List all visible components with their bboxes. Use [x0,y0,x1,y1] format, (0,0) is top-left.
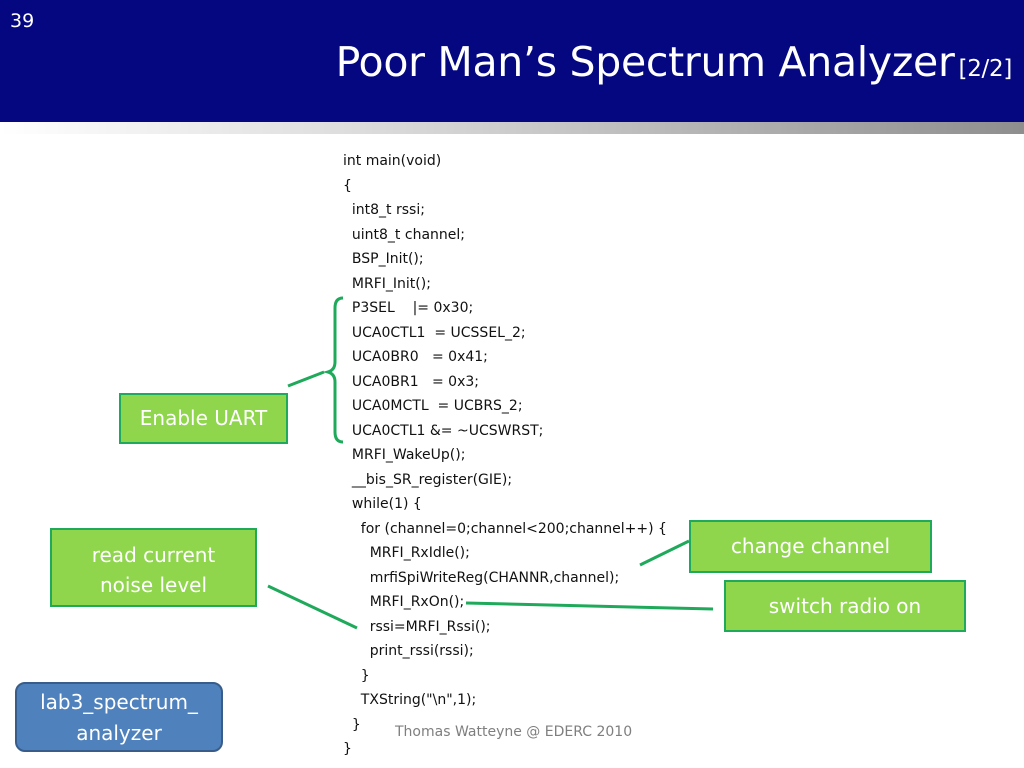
lab-label-line2: analyzer [76,721,162,745]
code-line: rssi=MRFI_Rssi(); [343,618,491,635]
title-bar: 39 Poor Man’s Spectrum Analyzer[2/2] [0,0,1024,122]
switch-radio-on-callout: switch radio on [724,580,966,632]
change-channel-callout: change channel [689,520,932,573]
code-line: while(1) { [343,496,422,512]
code-line: MRFI_Init(); [343,275,431,292]
switch-radio-on-label: switch radio on [768,594,922,618]
code-line: P3SEL |= 0x30; [343,300,474,316]
code-line: uint8_t channel; [343,226,465,243]
channel-connector-line [639,539,690,567]
enable-uart-label: Enable UART [139,406,268,430]
lab-label-line1: lab3_spectrum_ [40,690,198,714]
read-noise-line1: read current [91,543,216,567]
footer-credit: Thomas Watteyne @ EDERC 2010 [395,724,633,740]
code-line: print_rssi(rssi); [343,643,474,659]
code-line: { [343,177,352,194]
code-line: mrfiSpiWriteReg(CHANNR,channel); [343,569,620,586]
lab-spectrum-analyzer-button[interactable]: lab3_spectrum_ analyzer [15,682,223,752]
read-noise-level-callout: read current noise level [50,528,257,607]
code-line: UCA0CTL1 = UCSSEL_2; [343,324,526,341]
code-line: MRFI_RxIdle(); [343,545,470,561]
enable-uart-callout: Enable UART [119,393,288,444]
code-line: } [343,667,370,684]
slide-title: Poor Man’s Spectrum Analyzer[2/2] [335,38,1013,86]
code-line: for (channel=0;channel<200;channel++) { [343,520,667,537]
code-line: TXString("\n",1); [343,692,477,708]
slide-title-suffix: [2/2] [958,56,1013,82]
noise-connector-line [267,584,358,630]
code-line: int8_t rssi; [343,202,425,218]
code-line: MRFI_WakeUp(); [343,447,466,463]
code-line: MRFI_RxOn(); [343,594,465,610]
code-listing: int main(void) { int8_t rssi; uint8_t cha… [343,149,667,762]
code-line: int main(void) [343,153,442,169]
uart-connector-line [287,370,325,388]
uart-bracket [322,296,344,444]
code-line: __bis_SR_register(GIE); [343,471,513,488]
slide-number: 39 [10,10,35,32]
code-line: BSP_Init(); [343,251,424,267]
change-channel-label: change channel [730,534,891,558]
title-gradient-divider [0,122,1024,134]
slide-title-text: Poor Man’s Spectrum Analyzer [335,38,955,86]
radio-on-connector-line [465,601,714,611]
code-line: UCA0MCTL = UCBRS_2; [343,398,523,414]
code-line: } [343,716,361,733]
code-line: } [343,741,352,757]
code-line: UCA0CTL1 &= ~UCSWRST; [343,422,544,439]
read-noise-line2: noise level [99,573,208,597]
code-line: UCA0BR1 = 0x3; [343,373,479,390]
code-line: UCA0BR0 = 0x41; [343,349,488,365]
